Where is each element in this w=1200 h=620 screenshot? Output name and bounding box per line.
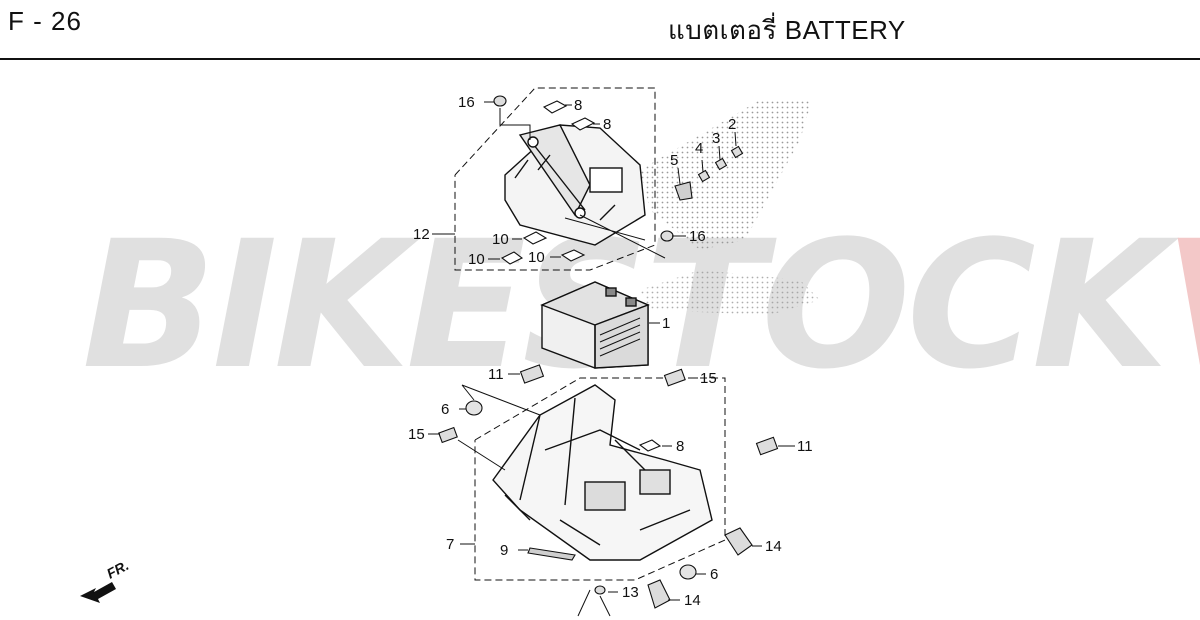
callout-8-b: 8: [603, 116, 611, 133]
callout-labels: 16 8 8 2 3 4 5 12 10 10 10 16 1 11 15 6 …: [408, 94, 813, 609]
callout-14-right: 14: [765, 538, 782, 555]
cover-group-bracket: [454, 87, 656, 271]
callout-8-c: 8: [676, 438, 684, 455]
callout-11-top: 11: [488, 366, 504, 383]
callout-3: 3: [712, 130, 720, 147]
callout-4: 4: [695, 140, 703, 157]
case-group-bracket: [474, 377, 726, 581]
dotted-background: [640, 100, 820, 315]
callout-2: 2: [728, 116, 736, 133]
callout-16-right: 16: [689, 228, 706, 245]
page-code: F - 26: [8, 6, 82, 36]
callout-1: 1: [662, 315, 670, 332]
leader-lines: [428, 101, 795, 617]
callout-6-bottom: 6: [710, 566, 718, 583]
callout-9: 9: [500, 542, 508, 559]
battery-case: [492, 384, 713, 561]
callout-6-left: 6: [441, 401, 449, 418]
callout-11-right: 11: [797, 438, 813, 455]
callout-10-b: 10: [468, 251, 485, 268]
callout-7: 7: [446, 536, 454, 553]
front-label: FR.: [104, 557, 131, 582]
battery-cover: [504, 124, 646, 246]
callout-5: 5: [670, 152, 678, 169]
small-parts: [438, 95, 779, 609]
callout-13: 13: [622, 584, 639, 601]
callout-15-right: 15: [700, 370, 717, 387]
callout-12: 12: [413, 226, 430, 243]
callout-10-a: 10: [492, 231, 509, 248]
callout-16-top: 16: [458, 94, 475, 111]
front-direction-arrow: FR.: [80, 557, 131, 603]
callout-14-bottom: 14: [684, 592, 701, 609]
callout-15-left: 15: [408, 426, 425, 443]
callout-10-c: 10: [528, 249, 545, 266]
header-divider: [0, 58, 1200, 60]
battery: [540, 281, 650, 369]
callout-8-a: 8: [574, 97, 582, 114]
page-title: แบตเตอรี่ BATTERY: [668, 15, 906, 45]
